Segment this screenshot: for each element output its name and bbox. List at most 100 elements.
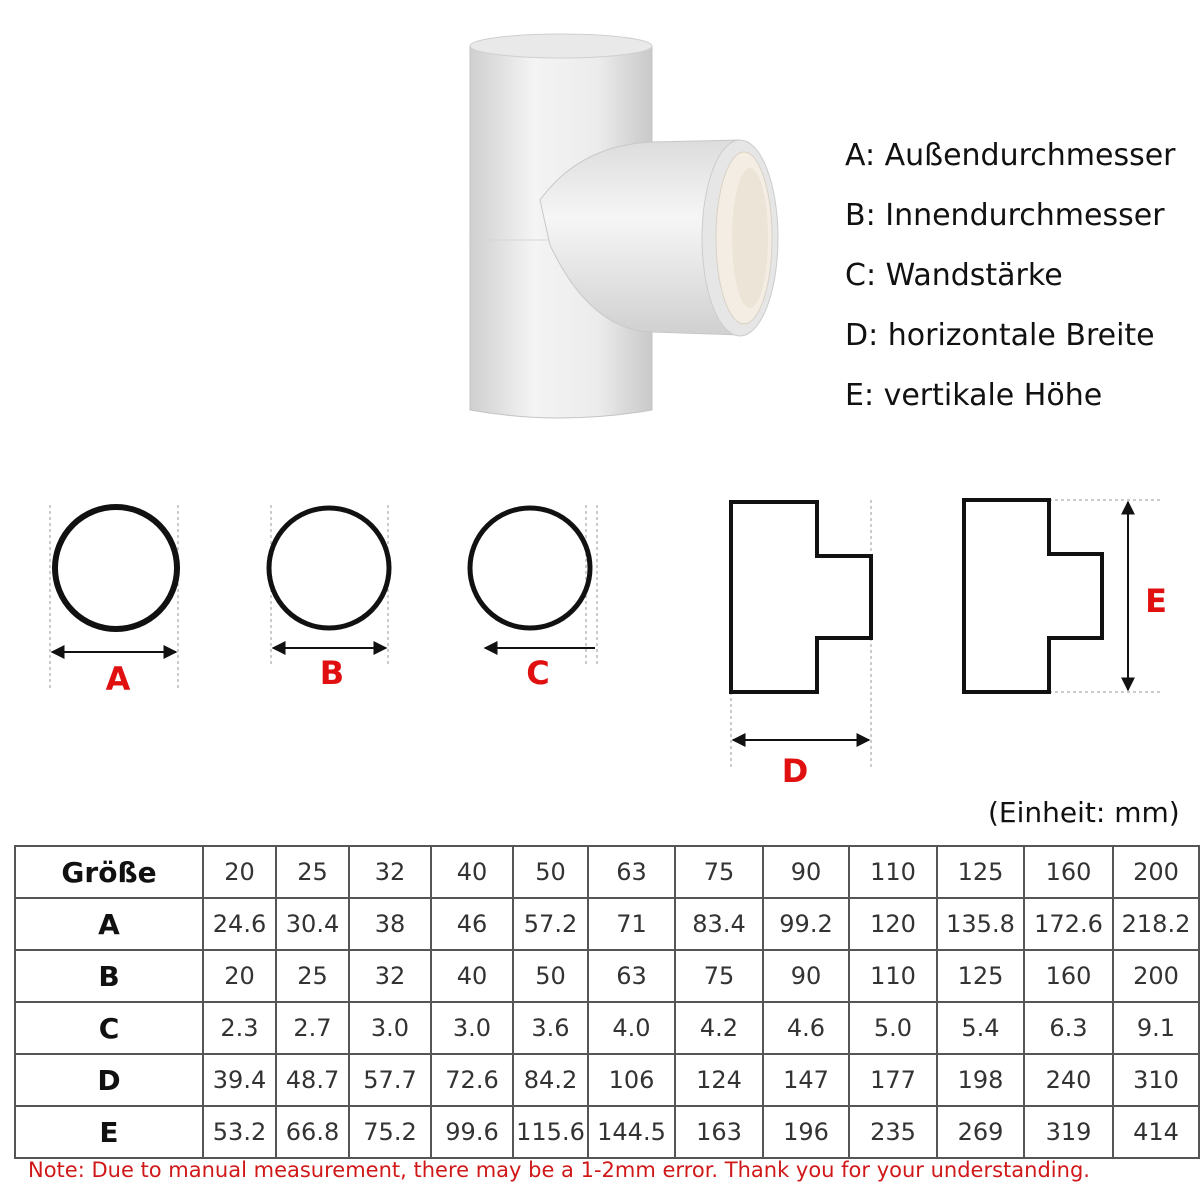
dimension-diagrams: A B C D E <box>49 498 1167 790</box>
value-cell: 4.6 <box>762 1001 850 1055</box>
value-cell: 4.2 <box>674 1001 764 1055</box>
value-cell: 6.3 <box>1023 1001 1114 1055</box>
value-cell: 310 <box>1112 1053 1200 1107</box>
label-b: B <box>320 654 344 692</box>
value-cell: 2.7 <box>275 1001 350 1055</box>
row-header: E <box>14 1105 204 1159</box>
value-cell: 99.2 <box>762 897 850 951</box>
value-cell: 71 <box>587 897 676 951</box>
value-cell: 3.6 <box>512 1001 589 1055</box>
value-cell: 135.8 <box>936 897 1025 951</box>
row-header: A <box>14 897 204 951</box>
value-cell: 50 <box>512 949 589 1003</box>
legend-item-e: E: vertikale Höhe <box>845 378 1103 413</box>
value-cell: 3.0 <box>348 1001 432 1055</box>
value-cell: 5.0 <box>848 1001 938 1055</box>
value-cell: 2.3 <box>202 1001 277 1055</box>
row-header: Größe <box>14 845 204 899</box>
row-header: B <box>14 949 204 1003</box>
value-cell: 63 <box>587 949 676 1003</box>
diagram-c: C <box>467 505 598 692</box>
value-cell: 198 <box>936 1053 1025 1107</box>
value-cell: 39.4 <box>202 1053 277 1107</box>
value-cell: 163 <box>674 1105 764 1159</box>
value-cell: 32 <box>348 949 432 1003</box>
value-cell: 99.6 <box>430 1105 514 1159</box>
size-cell: 200 <box>1112 845 1200 899</box>
legend-item-a: A: Außendurchmesser <box>845 138 1176 173</box>
size-cell: 125 <box>936 845 1025 899</box>
label-c: C <box>526 654 549 692</box>
value-cell: 144.5 <box>587 1105 676 1159</box>
size-cell: 40 <box>430 845 514 899</box>
diagram-a: A <box>49 504 180 698</box>
value-cell: 9.1 <box>1112 1001 1200 1055</box>
value-cell: 84.2 <box>512 1053 589 1107</box>
label-a: A <box>106 660 131 698</box>
value-cell: 83.4 <box>674 897 764 951</box>
value-cell: 20 <box>202 949 277 1003</box>
size-cell: 90 <box>762 845 850 899</box>
value-cell: 5.4 <box>936 1001 1025 1055</box>
value-cell: 46 <box>430 897 514 951</box>
value-cell: 115.6 <box>512 1105 589 1159</box>
value-cell: 4.0 <box>587 1001 676 1055</box>
size-cell: 63 <box>587 845 676 899</box>
value-cell: 25 <box>275 949 350 1003</box>
row-header: C <box>14 1001 204 1055</box>
size-cell: 25 <box>275 845 350 899</box>
value-cell: 3.0 <box>430 1001 514 1055</box>
value-cell: 57.2 <box>512 897 589 951</box>
value-cell: 240 <box>1023 1053 1114 1107</box>
value-cell: 125 <box>936 949 1025 1003</box>
size-cell: 75 <box>674 845 764 899</box>
measurement-note: Note: Due to manual measurement, there m… <box>28 1158 1090 1182</box>
value-cell: 110 <box>848 949 938 1003</box>
value-cell: 414 <box>1112 1105 1200 1159</box>
value-cell: 57.7 <box>348 1053 432 1107</box>
tee-fitting-photo <box>469 33 779 419</box>
value-cell: 40 <box>430 949 514 1003</box>
value-cell: 48.7 <box>275 1053 350 1107</box>
unit-note: (Einheit: mm) <box>988 796 1180 829</box>
value-cell: 160 <box>1023 949 1114 1003</box>
diagram-b: B <box>266 505 392 692</box>
label-d: D <box>782 752 809 790</box>
value-cell: 90 <box>762 949 850 1003</box>
value-cell: 124 <box>674 1053 764 1107</box>
value-cell: 72.6 <box>430 1053 514 1107</box>
size-cell: 160 <box>1023 845 1114 899</box>
value-cell: 196 <box>762 1105 850 1159</box>
legend-item-b: B: Innendurchmesser <box>845 198 1165 233</box>
value-cell: 172.6 <box>1023 897 1114 951</box>
value-cell: 30.4 <box>275 897 350 951</box>
value-cell: 75 <box>674 949 764 1003</box>
label-e: E <box>1145 582 1167 620</box>
value-cell: 120 <box>848 897 938 951</box>
legend-item-d: D: horizontale Breite <box>845 318 1155 353</box>
value-cell: 147 <box>762 1053 850 1107</box>
value-cell: 319 <box>1023 1105 1114 1159</box>
size-cell: 20 <box>202 845 277 899</box>
value-cell: 106 <box>587 1053 676 1107</box>
value-cell: 66.8 <box>275 1105 350 1159</box>
value-cell: 24.6 <box>202 897 277 951</box>
value-cell: 200 <box>1112 949 1200 1003</box>
size-cell: 110 <box>848 845 938 899</box>
value-cell: 75.2 <box>348 1105 432 1159</box>
size-cell: 32 <box>348 845 432 899</box>
value-cell: 269 <box>936 1105 1025 1159</box>
row-header: D <box>14 1053 204 1107</box>
value-cell: 53.2 <box>202 1105 277 1159</box>
diagram-d: D <box>729 500 873 790</box>
value-cell: 235 <box>848 1105 938 1159</box>
diagram-e: E <box>962 498 1167 694</box>
legend-item-c: C: Wandstärke <box>845 258 1063 293</box>
